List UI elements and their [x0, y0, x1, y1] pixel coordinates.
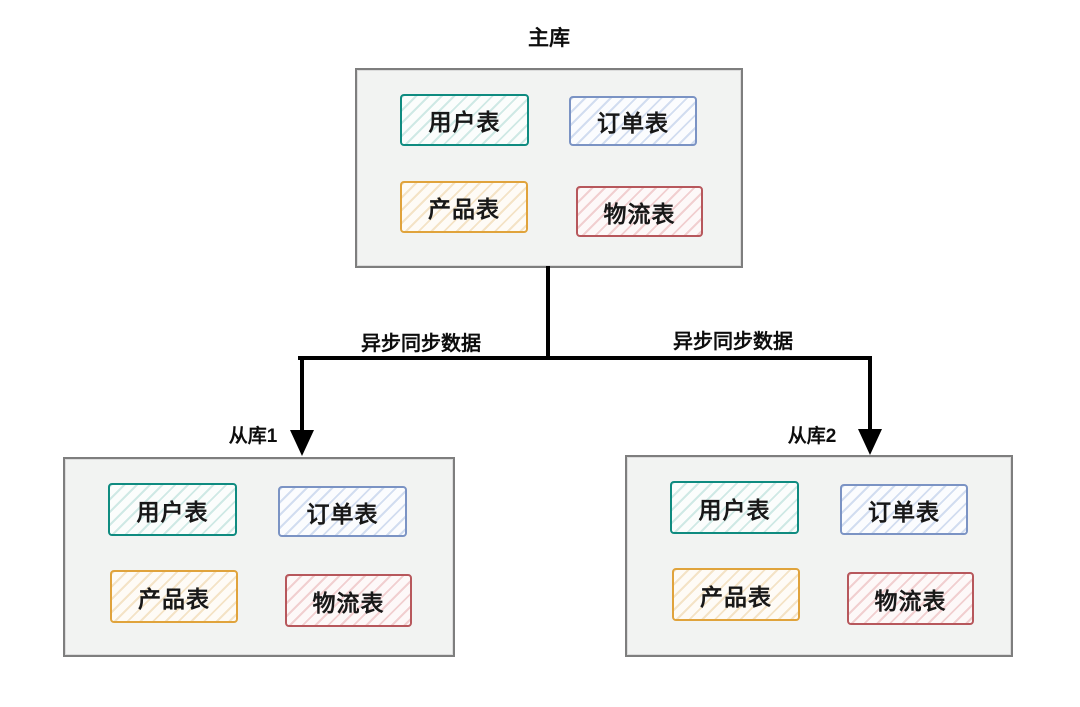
arrow-down-icon-left: [290, 430, 314, 456]
master-db-label: 主库: [528, 27, 570, 50]
slave1-table-chip-logistics: 物流表: [285, 574, 412, 627]
table-chip-label: 订单表: [306, 500, 379, 527]
slave2-table-chip-orders: 订单表: [840, 484, 968, 535]
edge-label-async-sync-right: 异步同步数据: [673, 331, 793, 353]
slave1-table-chip-orders: 订单表: [278, 486, 407, 537]
master-table-chip-products: 产品表: [400, 181, 528, 233]
arrow-down-icon-right: [858, 429, 882, 455]
connector-right-drop: [868, 356, 872, 433]
table-chip-label: 物流表: [312, 589, 385, 616]
edge-label-async-sync-left: 异步同步数据: [361, 333, 481, 355]
table-chip-label: 物流表: [603, 200, 676, 227]
table-chip-label: 订单表: [868, 498, 940, 525]
table-chip-label: 产品表: [700, 583, 772, 610]
master-table-chip-logistics: 物流表: [576, 186, 703, 237]
slave1-table-chip-users: 用户表: [108, 483, 237, 536]
table-chip-label: 用户表: [136, 498, 209, 525]
slave2-table-chip-products: 产品表: [672, 568, 800, 621]
table-chip-label: 产品表: [428, 196, 500, 222]
slave2-db-label: 从库2: [787, 426, 837, 447]
master-table-chip-orders: 订单表: [569, 96, 697, 146]
table-chip-label: 产品表: [138, 585, 210, 612]
table-chip-label: 用户表: [698, 496, 771, 523]
table-chip-label: 用户表: [428, 109, 501, 135]
table-chip-label: 物流表: [874, 587, 947, 614]
table-chip-label: 订单表: [597, 110, 669, 136]
slave1-table-chip-products: 产品表: [110, 570, 238, 623]
master-table-chip-users: 用户表: [400, 94, 529, 146]
slave2-table-chip-users: 用户表: [670, 481, 799, 534]
connector-main-stem: [546, 266, 550, 360]
connector-left-drop: [300, 356, 304, 434]
slave1-db-label: 从库1: [228, 426, 278, 447]
slave2-table-chip-logistics: 物流表: [847, 572, 974, 625]
connector-horizontal-bar: [298, 356, 872, 360]
